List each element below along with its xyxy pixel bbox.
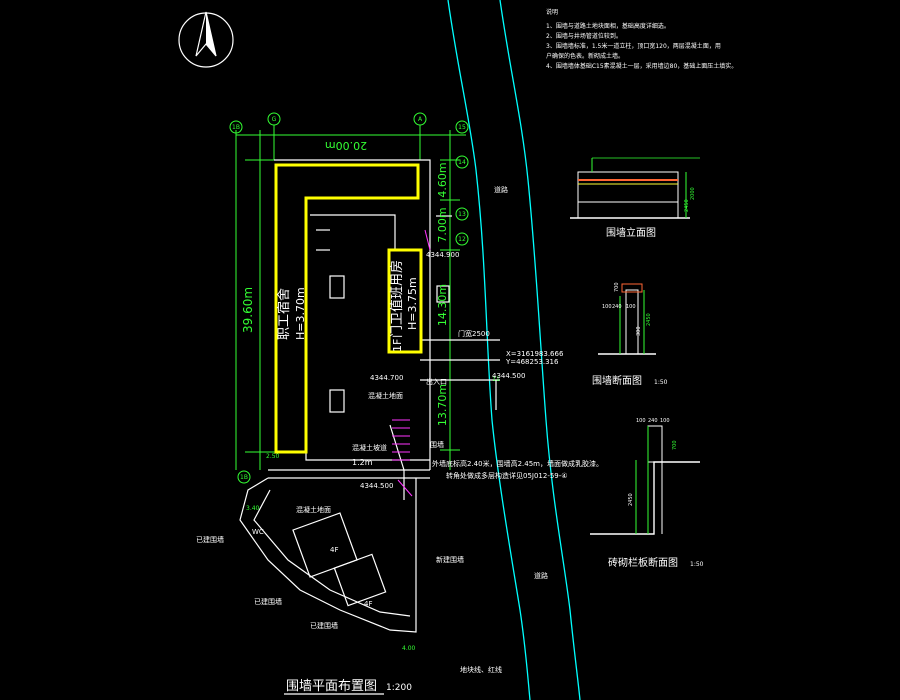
label-neighbor-1: 已建围墙 — [196, 535, 224, 544]
road-edge-left — [447, 0, 531, 700]
label-elev-2: 4344.900 — [426, 251, 459, 259]
boundary-lines — [447, 0, 581, 700]
north-arrow — [178, 11, 234, 68]
dorm-level: H=3.70m — [294, 287, 307, 340]
rail-dim-3: 100 — [660, 418, 670, 424]
notes-line-1: 1、围墙与道路土地块面相，基础高度详细选。 — [546, 22, 670, 30]
label-entrance: 出入口 — [426, 377, 447, 386]
label-concrete-1: 混凝土地面 — [368, 391, 403, 400]
axis-top-3: A — [418, 116, 423, 123]
dimension-lines — [229, 112, 469, 484]
duty-name: 门卫值班用房 — [389, 260, 405, 338]
label-gate: 门宽2500 — [458, 329, 490, 338]
north-arrow-fill — [206, 12, 216, 56]
label-elev-3: 4344.500 — [492, 372, 525, 380]
label-wc: WC — [252, 528, 264, 536]
label-concrete-2: 混凝土地面 — [296, 505, 331, 514]
label-coord-1: X=3161983.666 — [506, 350, 564, 358]
duty-building-outline — [387, 248, 423, 354]
dim-small-3: 1.2m — [352, 458, 373, 467]
notes-line-4: 户确保的色表。新砌成土墙。 — [546, 52, 624, 60]
section-dim-4: 2450 — [646, 313, 652, 326]
label-elev-4: 4344.500 — [360, 482, 393, 490]
rail-dim-4: 700 — [672, 440, 678, 450]
axis-top-1: 1B — [232, 124, 240, 131]
rail-dim-2: 240 — [648, 418, 658, 424]
detail-elevation: 2000 2450 围墙立面图 — [570, 157, 700, 239]
label-stairs-note: 混凝土坡道 — [352, 443, 387, 452]
dim-bottom-width: 4.00 — [402, 645, 416, 652]
road-edge-right — [499, 0, 581, 700]
notes-block: 说明 1、围墙与道路土地块面相，基础高度详细选。 2、围墙与井场管道位较到。 3… — [546, 8, 737, 70]
label-house-2: 4F — [364, 600, 372, 608]
duty-floors: 1F — [391, 339, 404, 352]
rail-scale: 1:50 — [690, 561, 704, 568]
notes-title: 说明 — [546, 8, 558, 16]
label-wall-ref: 转角处做成多层构造详见05J012-59-④ — [446, 471, 568, 480]
label-neighbor-2: 已建围墙 — [254, 597, 282, 606]
main-title: 围墙平面布置图 1:200 — [284, 679, 412, 695]
elev-dim-2: 2450 — [684, 199, 690, 212]
label-elev-1: 4344.700 — [370, 374, 403, 382]
rail-title: 砖砌栏板断面图 — [608, 556, 678, 569]
section-dim-6: 700 — [614, 282, 620, 292]
label-side: 新建围墙 — [436, 555, 464, 564]
dim-right-2: 7.00m — [436, 207, 449, 242]
dim-small-2: 3.40 — [246, 505, 260, 512]
ramp-hatch — [392, 229, 431, 497]
axis-top-2: G — [272, 116, 277, 123]
buildings — [274, 163, 423, 454]
dorm-name: 职工宿舍 — [276, 288, 292, 340]
axis-left-1: 1B — [240, 474, 248, 481]
label-legend: 围墙 — [430, 440, 444, 449]
dim-small-1: 2.50 — [266, 453, 280, 460]
label-wall-note: 外墙底标高2.40米，围墙高2.45m，墙面做成乳胶漆。 — [432, 459, 603, 468]
elev-dim-1: 2000 — [690, 187, 696, 200]
dim-right-3: 14.30m — [436, 284, 449, 326]
dim-top-width: 20.00m — [325, 139, 367, 152]
dim-right-4: 13.70m — [436, 384, 449, 426]
rail-dim-5: 2450 — [628, 493, 634, 506]
dim-right-1: 4.60m — [436, 162, 449, 197]
axis-right-3: 12 — [458, 236, 466, 243]
dim-left-height: 39.60m — [241, 287, 255, 333]
section-dim-5: 300 — [636, 326, 642, 336]
section-dim-3: 100 — [626, 304, 636, 310]
main-title-scale: 1:200 — [386, 683, 412, 693]
dorm-building-outline — [274, 163, 420, 454]
notes-line-2: 2、围墙与井场管道位较到。 — [546, 32, 622, 40]
section-dim-2: 240 — [612, 304, 622, 310]
label-house-1: 4F — [330, 546, 338, 554]
section-scale: 1:50 — [654, 379, 668, 386]
rail-dim-1: 100 — [636, 418, 646, 424]
main-title-text: 围墙平面布置图 — [286, 679, 377, 694]
detail-rail: 100 240 100 700 2450 砖砌栏板断面图 1:50 — [590, 418, 704, 569]
label-coord-2: Y=468253.316 — [505, 358, 559, 366]
detail-section: 100 240 100 2450 300 700 围墙断面图 1:50 — [592, 282, 668, 387]
axis-right-4: 11 — [492, 376, 500, 383]
site-labels: 混凝土地面 混凝土地面 门宽2500 X=3161983.666 Y=46825… — [196, 185, 603, 674]
duty-level: H=3.75m — [406, 277, 419, 330]
axis-right-2: 13 — [458, 211, 466, 218]
notes-line-5: 4、围墙墙体基础C15素混凝土一层，采用墙边80，基础上面压土填实。 — [546, 62, 737, 70]
axis-top-4: 15 — [458, 124, 466, 131]
section-title: 围墙断面图 — [592, 374, 642, 387]
label-road-2: 道路 — [534, 571, 548, 580]
section-dim-1: 100 — [602, 304, 612, 310]
notes-line-3: 3、围墙墙标准，1.5米一道立柱，顶口宽120，两层混凝土面，用 — [546, 42, 721, 50]
site-walls — [239, 159, 500, 633]
label-bottom-note: 地块线、红线 — [460, 665, 502, 674]
label-road: 道路 — [494, 185, 508, 194]
axis-right-1: 14 — [458, 159, 466, 166]
elev-title: 围墙立面图 — [606, 226, 656, 239]
label-neighbor-3: 已建围墙 — [310, 621, 338, 630]
